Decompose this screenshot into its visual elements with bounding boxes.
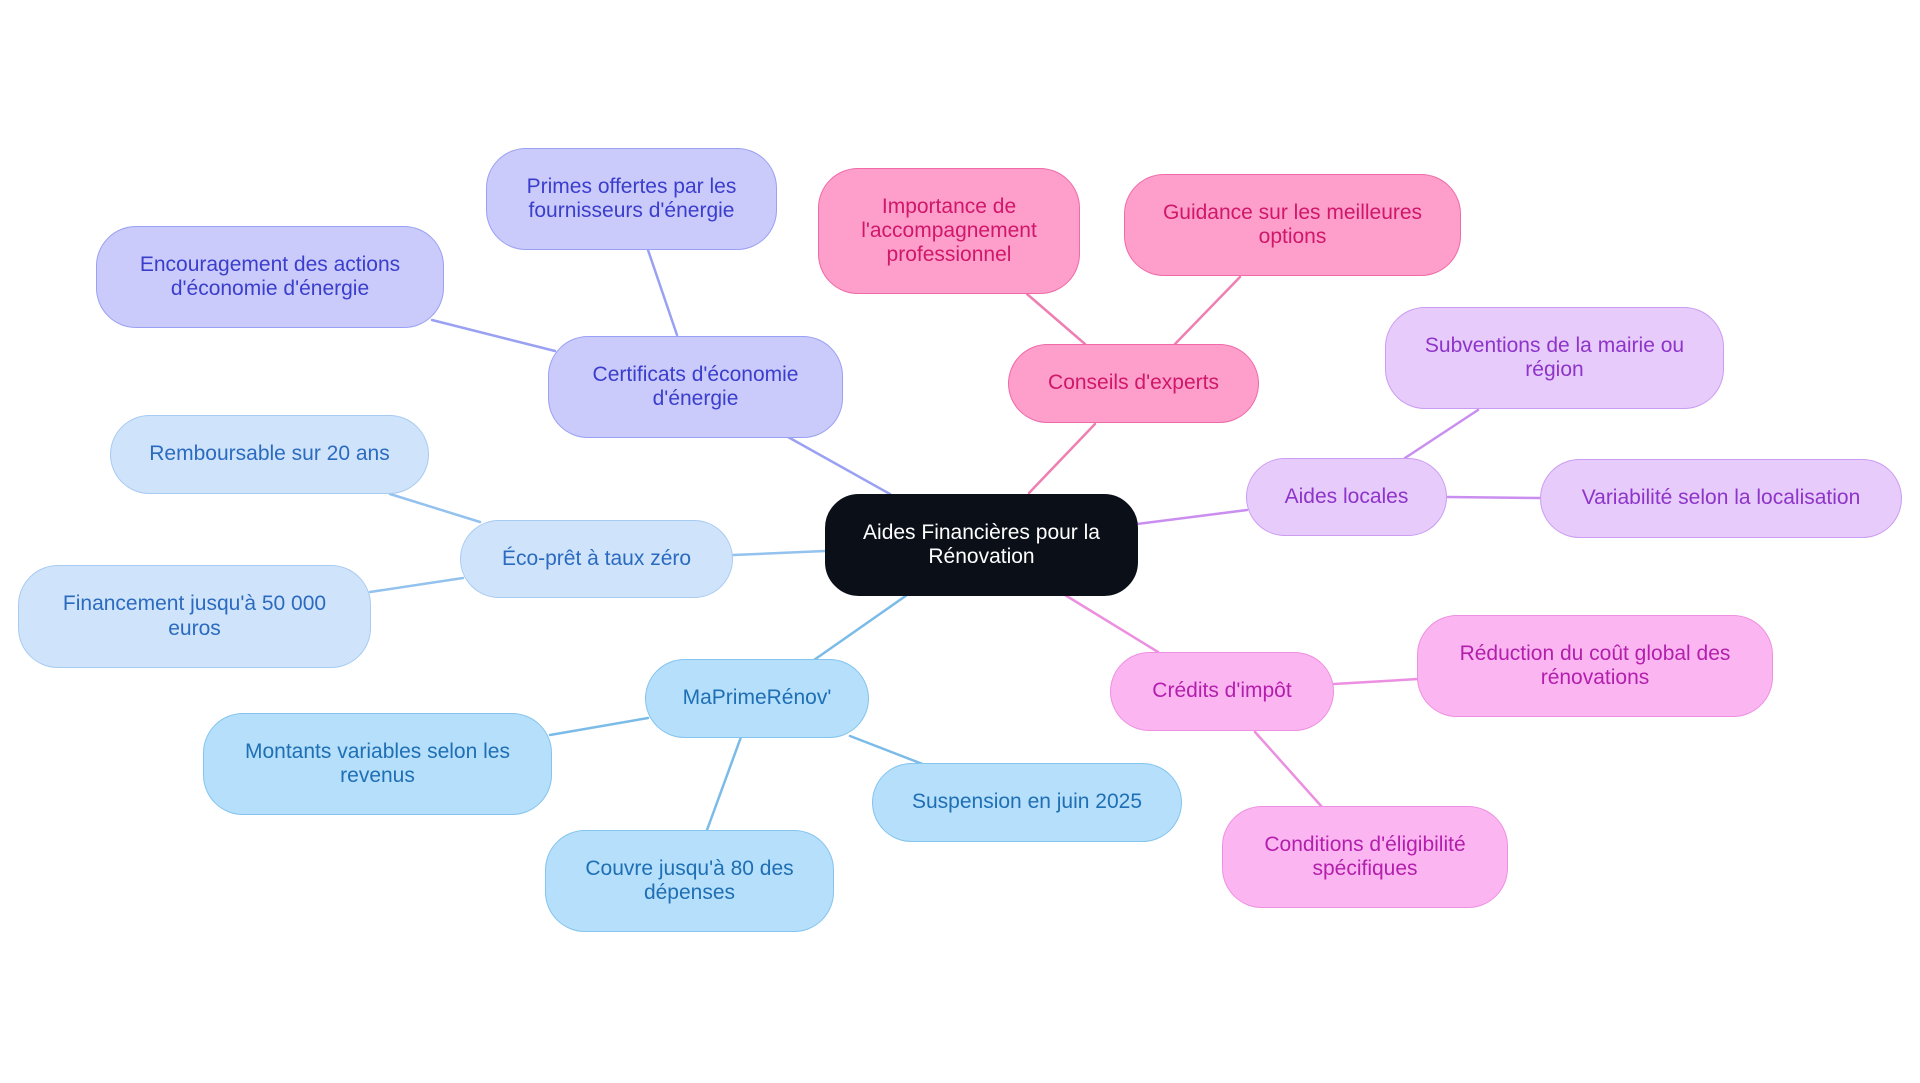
- conditions-label: Conditions d'éligibilité spécifiques: [1264, 832, 1466, 880]
- edge-locales-subventions: [1403, 408, 1480, 460]
- node-conditions-eligibilite[interactable]: Conditions d'éligibilité spécifiques: [1222, 806, 1508, 908]
- credits-label: Crédits d'impôt: [1152, 679, 1292, 703]
- edge-experts-guidance: [1173, 275, 1242, 346]
- encouragement-label: Encouragement des actions d'économie d'é…: [139, 252, 401, 300]
- node-importance-accompagnement[interactable]: Importance de l'accompagnement professio…: [818, 168, 1080, 294]
- edge-root-locales: [1135, 508, 1249, 526]
- importance-label: Importance de l'accompagnement professio…: [861, 194, 1037, 267]
- node-couvre-80[interactable]: Couvre jusqu'à 80 des dépenses: [545, 830, 834, 932]
- node-reduction-cout-global[interactable]: Réduction du coût global des rénovations: [1417, 615, 1773, 717]
- node-primes-fournisseurs[interactable]: Primes offertes par les fournisseurs d'é…: [486, 148, 777, 250]
- locales-label: Aides locales: [1284, 484, 1409, 508]
- edge-credits-reduction: [1332, 677, 1420, 686]
- node-conseils-experts[interactable]: Conseils d'experts: [1008, 344, 1259, 423]
- eco-label: Éco-prêt à taux zéro: [501, 546, 692, 570]
- edge-credits-conditions: [1253, 730, 1324, 809]
- couvre-label: Couvre jusqu'à 80 des dépenses: [585, 856, 794, 904]
- experts-label: Conseils d'experts: [1048, 371, 1219, 395]
- node-remboursable-20-ans[interactable]: Remboursable sur 20 ans: [110, 415, 429, 494]
- edge-eco-rembours: [388, 492, 482, 524]
- node-credits-impot[interactable]: Crédits d'impôt: [1110, 652, 1334, 731]
- node-encouragement-actions[interactable]: Encouragement des actions d'économie d'é…: [96, 226, 444, 328]
- node-financement-50000[interactable]: Financement jusqu'à 50 000 euros: [18, 565, 371, 668]
- edge-root-credits: [1063, 593, 1160, 654]
- root-node[interactable]: Aides Financières pour la Rénovation: [825, 494, 1138, 596]
- edge-mpr-suspension: [848, 734, 927, 767]
- edge-locales-variabilite: [1445, 495, 1542, 500]
- node-montants-variables[interactable]: Montants variables selon les revenus: [203, 713, 552, 815]
- financement-label: Financement jusqu'à 50 000 euros: [62, 592, 327, 640]
- edge-root-mpr: [812, 593, 909, 662]
- node-eco-pret-taux-zero[interactable]: Éco-prêt à taux zéro: [460, 520, 733, 598]
- root-label: Aides Financières pour la Rénovation: [863, 520, 1100, 568]
- suspension-label: Suspension en juin 2025: [911, 790, 1142, 814]
- montants-label: Montants variables selon les revenus: [245, 739, 510, 787]
- remboursable-label: Remboursable sur 20 ans: [149, 442, 390, 466]
- edge-cee-primes: [646, 248, 679, 337]
- edge-eco-financement: [368, 576, 465, 594]
- node-suspension-juin-2025[interactable]: Suspension en juin 2025: [872, 763, 1182, 842]
- node-subventions-mairie[interactable]: Subventions de la mairie ou région: [1385, 307, 1724, 409]
- node-guidance-meilleures-options[interactable]: Guidance sur les meilleures options: [1124, 174, 1461, 276]
- primes-label: Primes offertes par les fournisseurs d'é…: [526, 174, 737, 222]
- edge-mpr-montants: [548, 716, 650, 737]
- subventions-label: Subventions de la mairie ou région: [1424, 333, 1685, 381]
- edge-root-eco: [731, 549, 827, 557]
- edge-root-cee: [786, 435, 892, 496]
- edge-mpr-couvre: [705, 735, 743, 832]
- node-aides-locales[interactable]: Aides locales: [1246, 458, 1447, 536]
- cee-label: Certificats d'économie d'énergie: [592, 362, 799, 410]
- edge-experts-importance: [1025, 292, 1087, 346]
- node-certificats-economie-energie[interactable]: Certificats d'économie d'énergie: [548, 336, 843, 438]
- node-maprimerenov[interactable]: MaPrimeRénov': [645, 659, 869, 738]
- edge-root-experts: [1027, 422, 1097, 495]
- node-variabilite-localisation[interactable]: Variabilité selon la localisation: [1540, 459, 1902, 538]
- variabilite-label: Variabilité selon la localisation: [1581, 486, 1861, 510]
- reduction-label: Réduction du coût global des rénovations: [1459, 641, 1731, 689]
- mpr-label: MaPrimeRénov': [682, 686, 832, 710]
- guidance-label: Guidance sur les meilleures options: [1162, 200, 1423, 248]
- edge-cee-encouragement: [430, 318, 557, 353]
